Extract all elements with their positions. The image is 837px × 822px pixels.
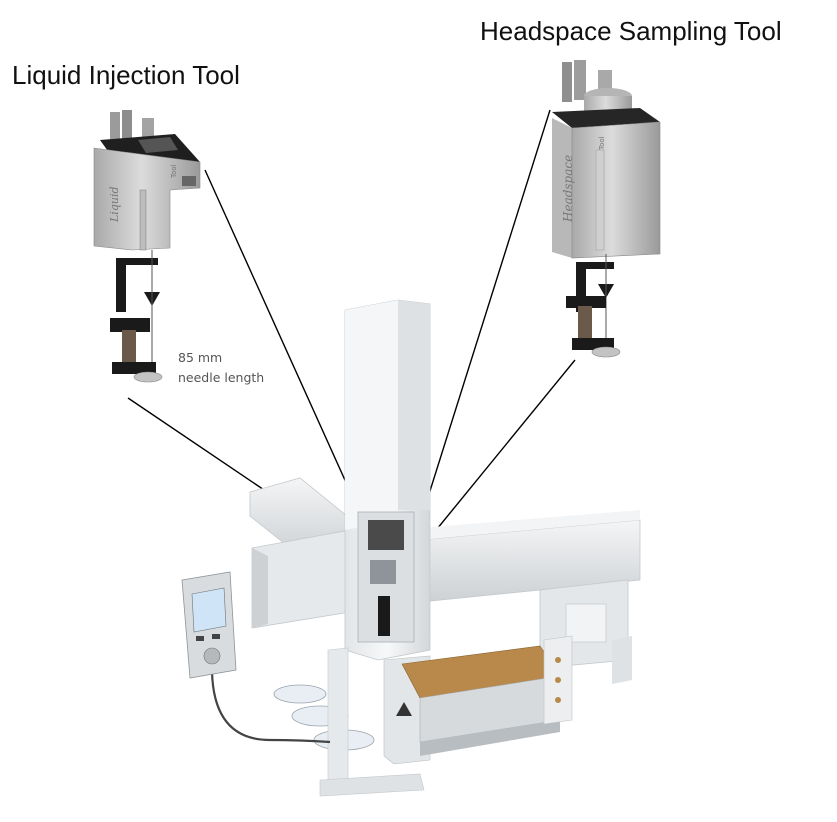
needle-length-value: 85 mm — [178, 350, 223, 365]
headspace-side-text: Headspace — [561, 155, 575, 223]
solvent-bottle-1 — [273, 684, 327, 704]
hs-syringe-knob-right — [598, 70, 612, 94]
liquid-injection-tool: Liquid Tool — [93, 110, 201, 383]
syringe-knob-left — [110, 112, 120, 142]
connector-lines — [127, 109, 576, 549]
hs-syringe-knob-left — [562, 62, 572, 102]
hs-syringe-knob-middle — [574, 60, 586, 100]
hs-tool-housing — [571, 121, 661, 259]
vial-cap-foot — [133, 371, 163, 383]
syringe-knob-middle — [122, 110, 132, 142]
needle-guide — [110, 318, 150, 332]
tool-arm — [116, 262, 126, 312]
hs-vial-cap-foot — [591, 346, 621, 358]
autosampler-system — [181, 299, 641, 797]
liquid-side-text: Liquid — [108, 186, 121, 223]
connector-liquid-top — [204, 169, 373, 541]
connector-headspace-top — [411, 109, 551, 549]
tool-housing — [93, 147, 201, 251]
warning-icon — [396, 702, 412, 716]
terminal-knob — [203, 647, 221, 665]
hs-tool-arm — [576, 264, 586, 312]
left-leg — [327, 647, 349, 783]
terminal-cable — [210, 671, 331, 744]
tool-word-right: Tool — [598, 136, 606, 151]
hs-top-plate — [552, 108, 660, 128]
headspace-sampling-tool: Headspace Tool — [552, 60, 661, 358]
terminal-screen — [191, 587, 227, 633]
tool-word-left: Tool — [170, 164, 178, 179]
foot — [319, 773, 425, 797]
connector-headspace-bottom — [427, 359, 576, 541]
hs-syringe-barrel — [595, 149, 605, 251]
liquid-injection-tool-title: Liquid Injection Tool — [12, 60, 240, 90]
syringe-barrel — [139, 189, 147, 251]
needle-length-caption: needle length — [178, 370, 265, 385]
headspace-sampling-tool-title: Headspace Sampling Tool — [480, 16, 782, 46]
